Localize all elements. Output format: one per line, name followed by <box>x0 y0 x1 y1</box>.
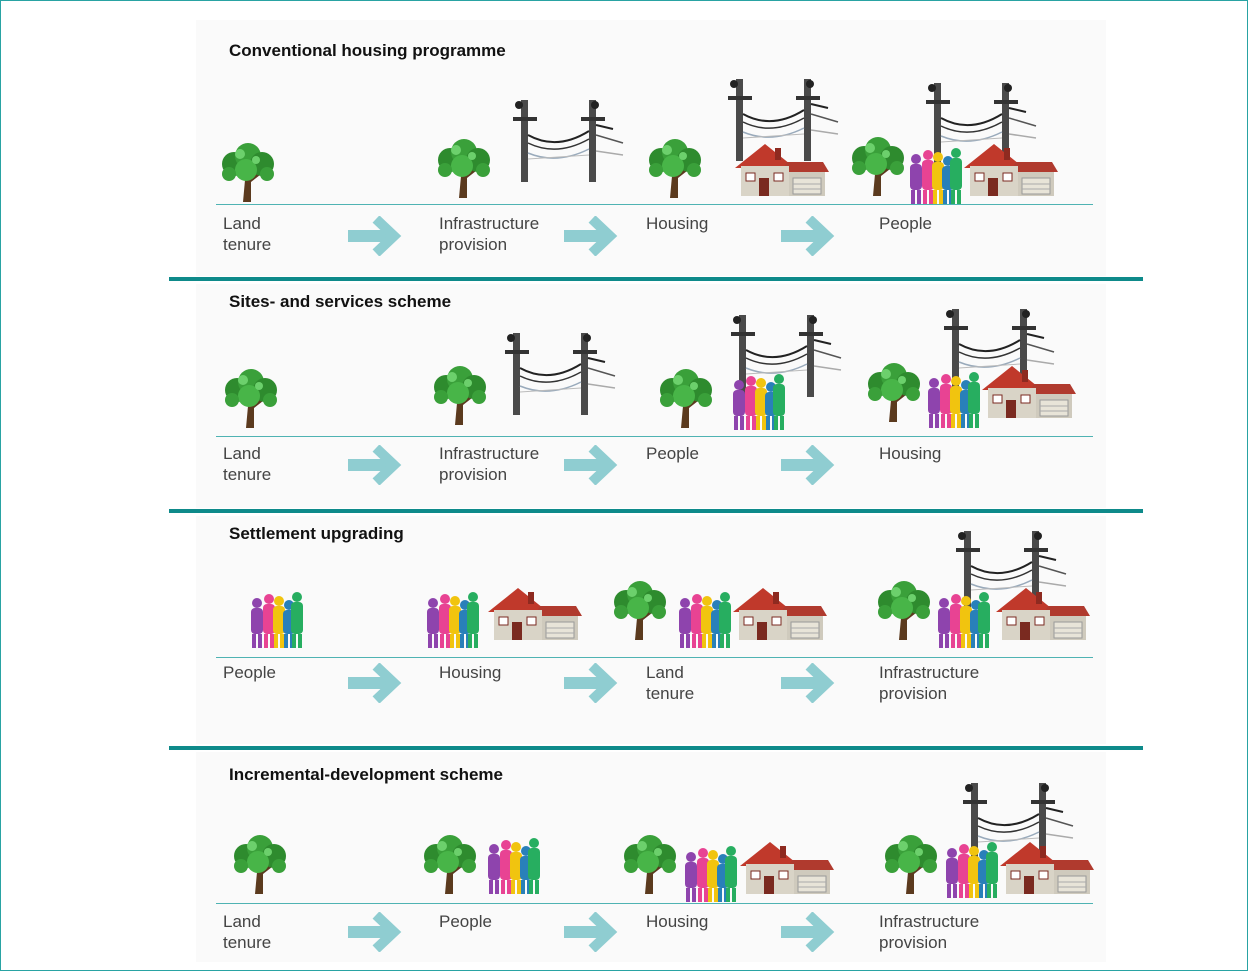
house-icon <box>962 140 1058 203</box>
power-pole-icon <box>936 304 1056 399</box>
people-icon <box>249 590 305 653</box>
house-icon <box>994 584 1090 647</box>
stage-label: Housing <box>439 663 502 682</box>
people-icon <box>944 840 1000 903</box>
stage-label: Infrastructure provision <box>879 663 980 703</box>
tree-icon <box>879 834 941 901</box>
power-pole-icon <box>497 328 617 423</box>
arrow-right-icon <box>781 662 835 704</box>
arrow-right-icon <box>564 911 618 953</box>
people-icon <box>908 146 964 209</box>
stage-label: Housing <box>879 444 942 463</box>
stage-label: Land tenure <box>646 663 695 703</box>
tree-icon <box>216 142 278 209</box>
tree-icon <box>618 834 680 901</box>
stage-label: Infrastructure provision <box>439 214 540 254</box>
people-icon <box>486 836 542 899</box>
stage-label: People <box>223 663 276 682</box>
stage-baseline <box>216 204 1093 205</box>
stage-label: Infrastructure provision <box>439 444 540 484</box>
tree-icon <box>432 138 494 205</box>
power-pole-icon <box>723 310 843 405</box>
power-pole-icon <box>720 74 840 169</box>
arrow-right-icon <box>348 662 402 704</box>
tree-icon <box>654 368 716 435</box>
stage-baseline <box>216 903 1093 904</box>
section-divider <box>169 277 1143 281</box>
power-pole-icon <box>955 778 1075 873</box>
arrow-right-icon <box>781 444 835 486</box>
house-icon <box>733 140 829 203</box>
stage-label: Infrastructure provision <box>879 912 980 952</box>
arrow-right-icon <box>781 215 835 257</box>
stage-label: Land tenure <box>223 444 272 484</box>
arrow-right-icon <box>348 911 402 953</box>
arrow-right-icon <box>564 215 618 257</box>
people-icon <box>926 370 982 433</box>
arrow-right-icon <box>564 662 618 704</box>
tree-icon <box>219 368 281 435</box>
tree-icon <box>846 136 908 203</box>
house-icon <box>980 362 1076 425</box>
stage-label: Housing <box>646 912 709 931</box>
tree-icon <box>872 580 934 647</box>
house-icon <box>738 838 834 901</box>
section-divider <box>169 746 1143 750</box>
stage-label: Land tenure <box>223 912 272 952</box>
scheme-title-conventional: Conventional housing programme <box>229 41 506 60</box>
stage-label: People <box>879 214 932 233</box>
people-icon <box>425 590 481 653</box>
people-icon <box>731 372 787 435</box>
house-icon <box>998 838 1094 901</box>
house-icon <box>486 584 582 647</box>
scheme-title-upgrading: Settlement upgrading <box>229 524 404 543</box>
arrow-right-icon <box>564 444 618 486</box>
stage-baseline <box>216 657 1093 658</box>
stage-label: People <box>646 444 699 463</box>
tree-icon <box>418 834 480 901</box>
scheme-title-sites-services: Sites- and services scheme <box>229 292 452 311</box>
stage-label: Housing <box>646 214 709 233</box>
people-icon <box>677 590 733 653</box>
people-icon <box>683 844 739 907</box>
tree-icon <box>608 580 670 647</box>
stage-label: Land tenure <box>223 214 272 254</box>
scheme-title-incremental: Incremental-development scheme <box>229 765 503 784</box>
stage-baseline <box>216 436 1093 437</box>
power-pole-icon <box>505 95 625 190</box>
power-pole-icon <box>948 526 1068 621</box>
house-icon <box>731 584 827 647</box>
arrow-right-icon <box>348 444 402 486</box>
stage-label: People <box>439 912 492 931</box>
tree-icon <box>428 365 490 432</box>
panel-background <box>196 20 1106 276</box>
arrow-right-icon <box>781 911 835 953</box>
tree-icon <box>228 834 290 901</box>
people-icon <box>936 590 992 653</box>
arrow-right-icon <box>348 215 402 257</box>
power-pole-icon <box>918 78 1038 173</box>
tree-icon <box>862 362 924 429</box>
section-divider <box>169 509 1143 513</box>
tree-icon <box>643 138 705 205</box>
